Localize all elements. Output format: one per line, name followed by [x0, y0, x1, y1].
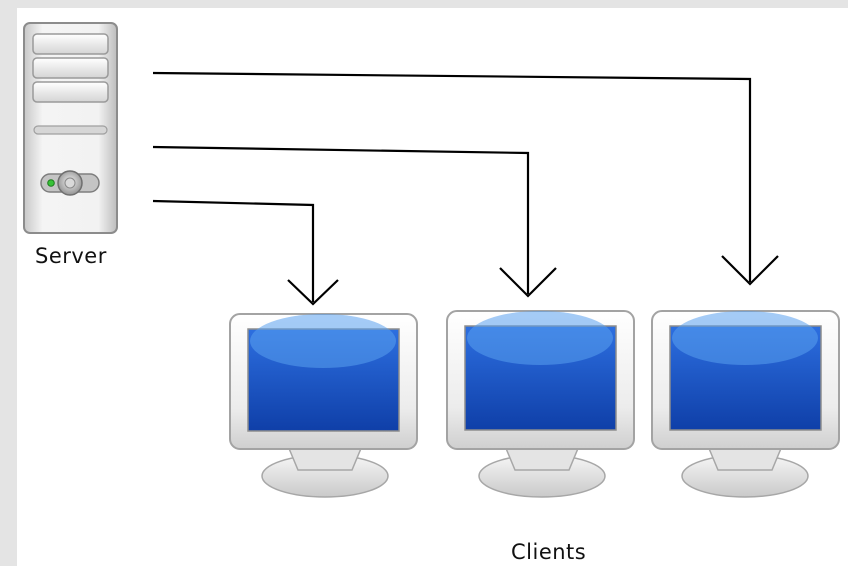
- monitor-icon: [651, 310, 840, 498]
- drive-bay-3: [32, 81, 109, 103]
- power-led-icon: [47, 179, 55, 187]
- clients-label: Clients: [511, 540, 587, 564]
- server-label: Server: [35, 244, 107, 268]
- monitor-icon: [229, 313, 418, 498]
- drive-bay-1: [32, 33, 109, 55]
- client-monitor-1: [229, 313, 418, 498]
- server-tower-icon: [23, 22, 118, 234]
- client-monitor-3: [651, 310, 840, 498]
- client-monitor-2: [446, 310, 635, 498]
- connection-arrows: [152, 71, 779, 306]
- arrow-to-client-2: [152, 145, 557, 298]
- floppy-slot: [33, 125, 108, 135]
- power-button-icon: [40, 170, 100, 196]
- drive-bay-2: [32, 57, 109, 79]
- monitor-icon: [446, 310, 635, 498]
- arrow-to-client-1: [152, 199, 339, 306]
- arrow-to-client-3: [152, 71, 779, 286]
